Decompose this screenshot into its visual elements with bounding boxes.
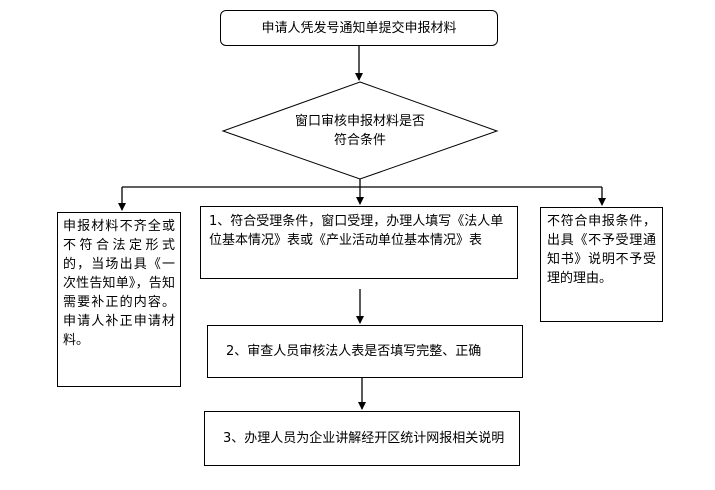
reject-text: 不符合申报条件，出具《不予受理通知书》说明不予受理的理由。 [547, 214, 656, 286]
reject-box: 不符合申报条件，出具《不予受理通知书》说明不予受理的理由。 [540, 207, 663, 322]
check-criteria-text: 窗口审核申报材料是否符合条件 [294, 114, 425, 148]
submit-materials-box: 申请人凭发号通知单提交申报材料 [220, 10, 498, 46]
incomplete-materials-box: 申报材料不齐全或不符合法定形式的，当场出具《一次性告知单》，告知需要补正的内容。… [57, 212, 181, 387]
accept-text: 1、符合受理条件，窗口受理，办理人填写《法人单位基本情况》表或《产业活动单位基本… [209, 214, 504, 248]
incomplete-materials-text: 申报材料不齐全或不符合法定形式的，当场出具《一次性告知单》，告知需要补正的内容。… [63, 219, 175, 348]
review-text: 2、审查人员审核法人表是否填写完整、正确 [226, 344, 482, 359]
review-box: 2、审查人员审核法人表是否填写完整、正确 [207, 325, 523, 378]
accept-box: 1、符合受理条件，窗口受理，办理人填写《法人单位基本情况》表或《产业活动单位基本… [200, 206, 518, 279]
explain-text: 3、办理人员为企业讲解经开区统计网报相关说明 [223, 431, 505, 446]
explain-box: 3、办理人员为企业讲解经开区统计网报相关说明 [204, 411, 520, 466]
submit-materials-text: 申请人凭发号通知单提交申报材料 [261, 20, 457, 36]
